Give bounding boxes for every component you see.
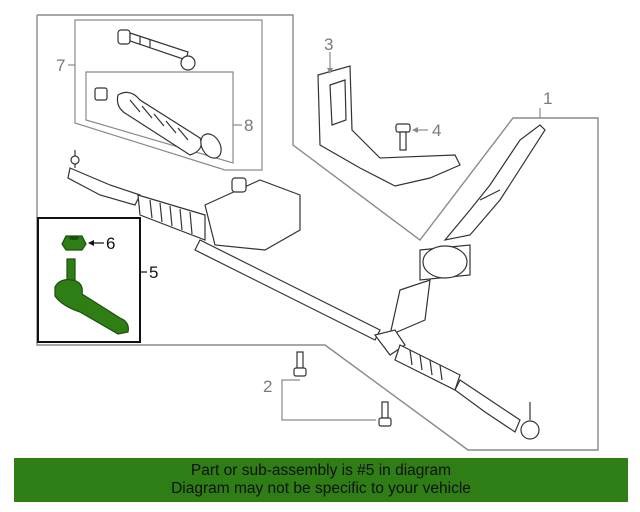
callout-2: 2 <box>263 377 272 396</box>
callout-3: 3 <box>324 35 333 54</box>
arrow-head-4 <box>412 127 418 133</box>
bolt-4 <box>395 123 411 151</box>
info-banner: Part or sub-assembly is #5 in diagram Di… <box>14 458 628 502</box>
callout-8: 8 <box>244 116 253 135</box>
callout-5: 5 <box>149 263 158 282</box>
inner-tie-rod <box>117 29 196 71</box>
boot-kit <box>94 87 222 159</box>
arrow-head-3 <box>327 68 333 74</box>
nut-6-icon <box>61 235 87 251</box>
callout-7: 7 <box>56 56 65 75</box>
inner-tie-rod-frame <box>74 19 263 171</box>
mounting-bracket <box>317 65 461 187</box>
assembly-frame <box>36 14 599 451</box>
steering-gear <box>67 124 546 440</box>
bolts-2 <box>293 351 392 427</box>
boot-kit-frame <box>85 71 234 164</box>
bolts-2-leader <box>281 379 376 421</box>
callout-4: 4 <box>432 121 441 140</box>
tie-rod-end-icon <box>54 258 129 335</box>
arrow-head-6 <box>88 240 94 246</box>
callout-6: 6 <box>106 234 115 253</box>
banner-line-2: Diagram may not be specific to your vehi… <box>171 480 471 497</box>
callout-1: 1 <box>543 89 552 108</box>
banner-line-1: Part or sub-assembly is #5 in diagram <box>190 462 452 479</box>
